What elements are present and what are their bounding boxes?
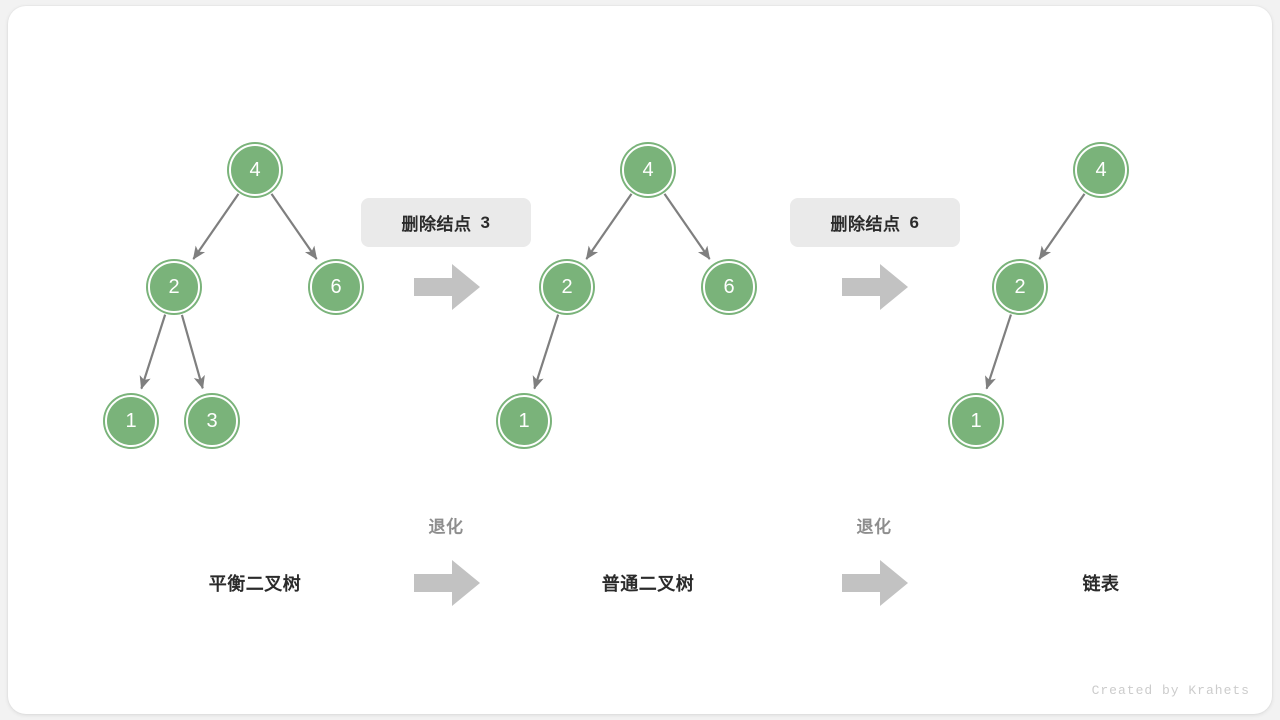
tree-edge [985,314,1012,390]
degrade-label: 退化 [428,517,464,537]
tree-node: 1 [498,395,550,447]
tree-node: 4 [622,144,674,196]
operation-label-text: 删除结点 [830,215,901,234]
tree-edge [270,193,318,260]
tree-node: 2 [994,261,1046,313]
tree-edge [532,314,560,390]
tree-node: 2 [148,261,200,313]
tree-edges-layer [139,193,1086,390]
caption-linked-list: 链表 [1082,574,1120,594]
transition-arrow-icon [842,261,908,318]
operation-label-value: 6 [909,212,920,232]
tree-edge [663,193,711,260]
transition-arrow-icon [414,261,480,318]
credit-watermark: Created by Krahets [1091,683,1250,698]
tree-node: 3 [186,395,238,447]
tree-edge [585,193,633,260]
transition-arrow-icon [414,557,480,614]
tree-node: 1 [950,395,1002,447]
operation-label-delete-6: 删除结点 6 [790,198,960,247]
tree-node: 4 [1075,144,1127,196]
tree-node: 4 [229,144,281,196]
degrade-label: 退化 [856,517,892,537]
transition-arrow-icon [842,557,908,614]
tree-edge [139,314,167,390]
caption-ordinary-tree: 普通二叉树 [601,574,695,594]
tree-node: 2 [541,261,593,313]
tree-edge [180,314,205,390]
caption-balanced-tree: 平衡二叉树 [208,574,302,594]
operation-label-delete-3: 删除结点 3 [361,198,531,247]
tree-node: 1 [105,395,157,447]
tree-edge [192,193,240,260]
operation-label-value: 3 [480,212,491,232]
tree-edge [1038,193,1086,260]
tree-node: 6 [310,261,362,313]
operation-label-text: 删除结点 [401,215,472,234]
tree-node: 6 [703,261,755,313]
